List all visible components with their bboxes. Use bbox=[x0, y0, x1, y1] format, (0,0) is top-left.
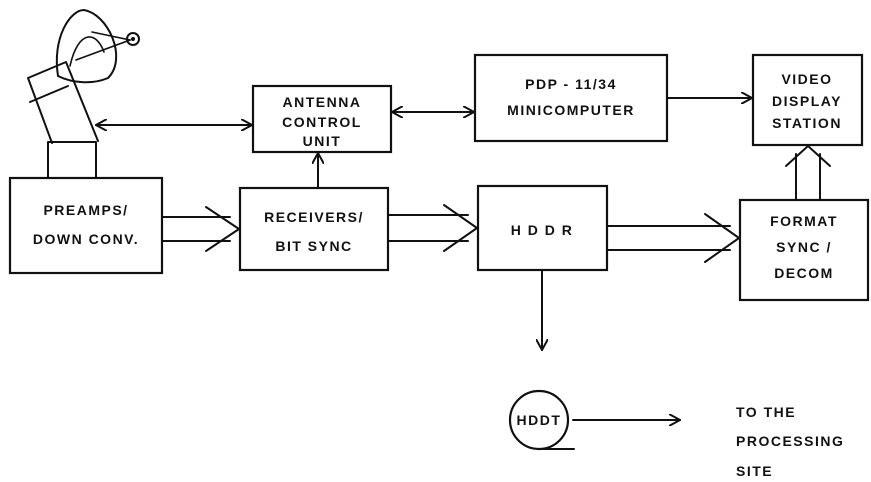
antenna-control-unit-label-3: UNIT bbox=[303, 133, 342, 149]
minicomputer-label-2: MINICOMPUTER bbox=[507, 102, 635, 118]
minicomputer-label-1: PDP - 11/34 bbox=[525, 76, 617, 92]
satellite-dish-icon bbox=[27, 9, 140, 178]
format-sync-label-2: SYNC / bbox=[776, 239, 832, 255]
preamps-label-1: PREAMPS/ bbox=[43, 202, 128, 218]
destination-label-3: SITE bbox=[736, 463, 773, 479]
antenna-control-unit-label-1: ANTENNA bbox=[283, 94, 362, 110]
receivers-hddr-bus-arrow bbox=[388, 204, 478, 252]
video-display-station-block: VIDEO DISPLAY STATION bbox=[751, 53, 864, 147]
video-display-label-3: STATION bbox=[772, 115, 842, 131]
video-display-label-1: VIDEO bbox=[781, 71, 832, 87]
format-sync-block: FORMAT SYNC / DECOM bbox=[738, 198, 870, 302]
video-display-label-2: DISPLAY bbox=[772, 93, 842, 109]
preamps-receivers-bus-arrow bbox=[161, 206, 240, 252]
receivers-label-1: RECEIVERS/ bbox=[264, 209, 364, 225]
hddr-block: H D D R bbox=[476, 184, 609, 272]
receivers-label-2: BIT SYNC bbox=[275, 238, 352, 254]
antenna-control-unit-block: ANTENNA CONTROL UNIT bbox=[251, 84, 393, 154]
preamps-block: PREAMPS/ DOWN CONV. bbox=[8, 176, 164, 275]
processing-site-destination: TO THE PROCESSING SITE bbox=[736, 404, 844, 479]
format-sync-label-1: FORMAT bbox=[770, 213, 838, 229]
destination-label-2: PROCESSING bbox=[736, 433, 844, 449]
preamps-label-2: DOWN CONV. bbox=[33, 231, 139, 247]
destination-label-1: TO THE bbox=[736, 404, 796, 420]
hddt-label: HDDT bbox=[517, 412, 562, 428]
format-sync-label-3: DECOM bbox=[774, 265, 834, 281]
hddr-label: H D D R bbox=[511, 222, 574, 238]
hddt-tape-block: HDDT bbox=[508, 389, 575, 451]
hddr-format-bus-arrow bbox=[607, 213, 740, 263]
receivers-block: RECEIVERS/ BIT SYNC bbox=[238, 186, 390, 272]
minicomputer-block: PDP - 11/34 MINICOMPUTER bbox=[473, 53, 669, 143]
format-video-bus-arrow bbox=[785, 145, 831, 200]
antenna-control-unit-label-2: CONTROL bbox=[282, 114, 362, 130]
